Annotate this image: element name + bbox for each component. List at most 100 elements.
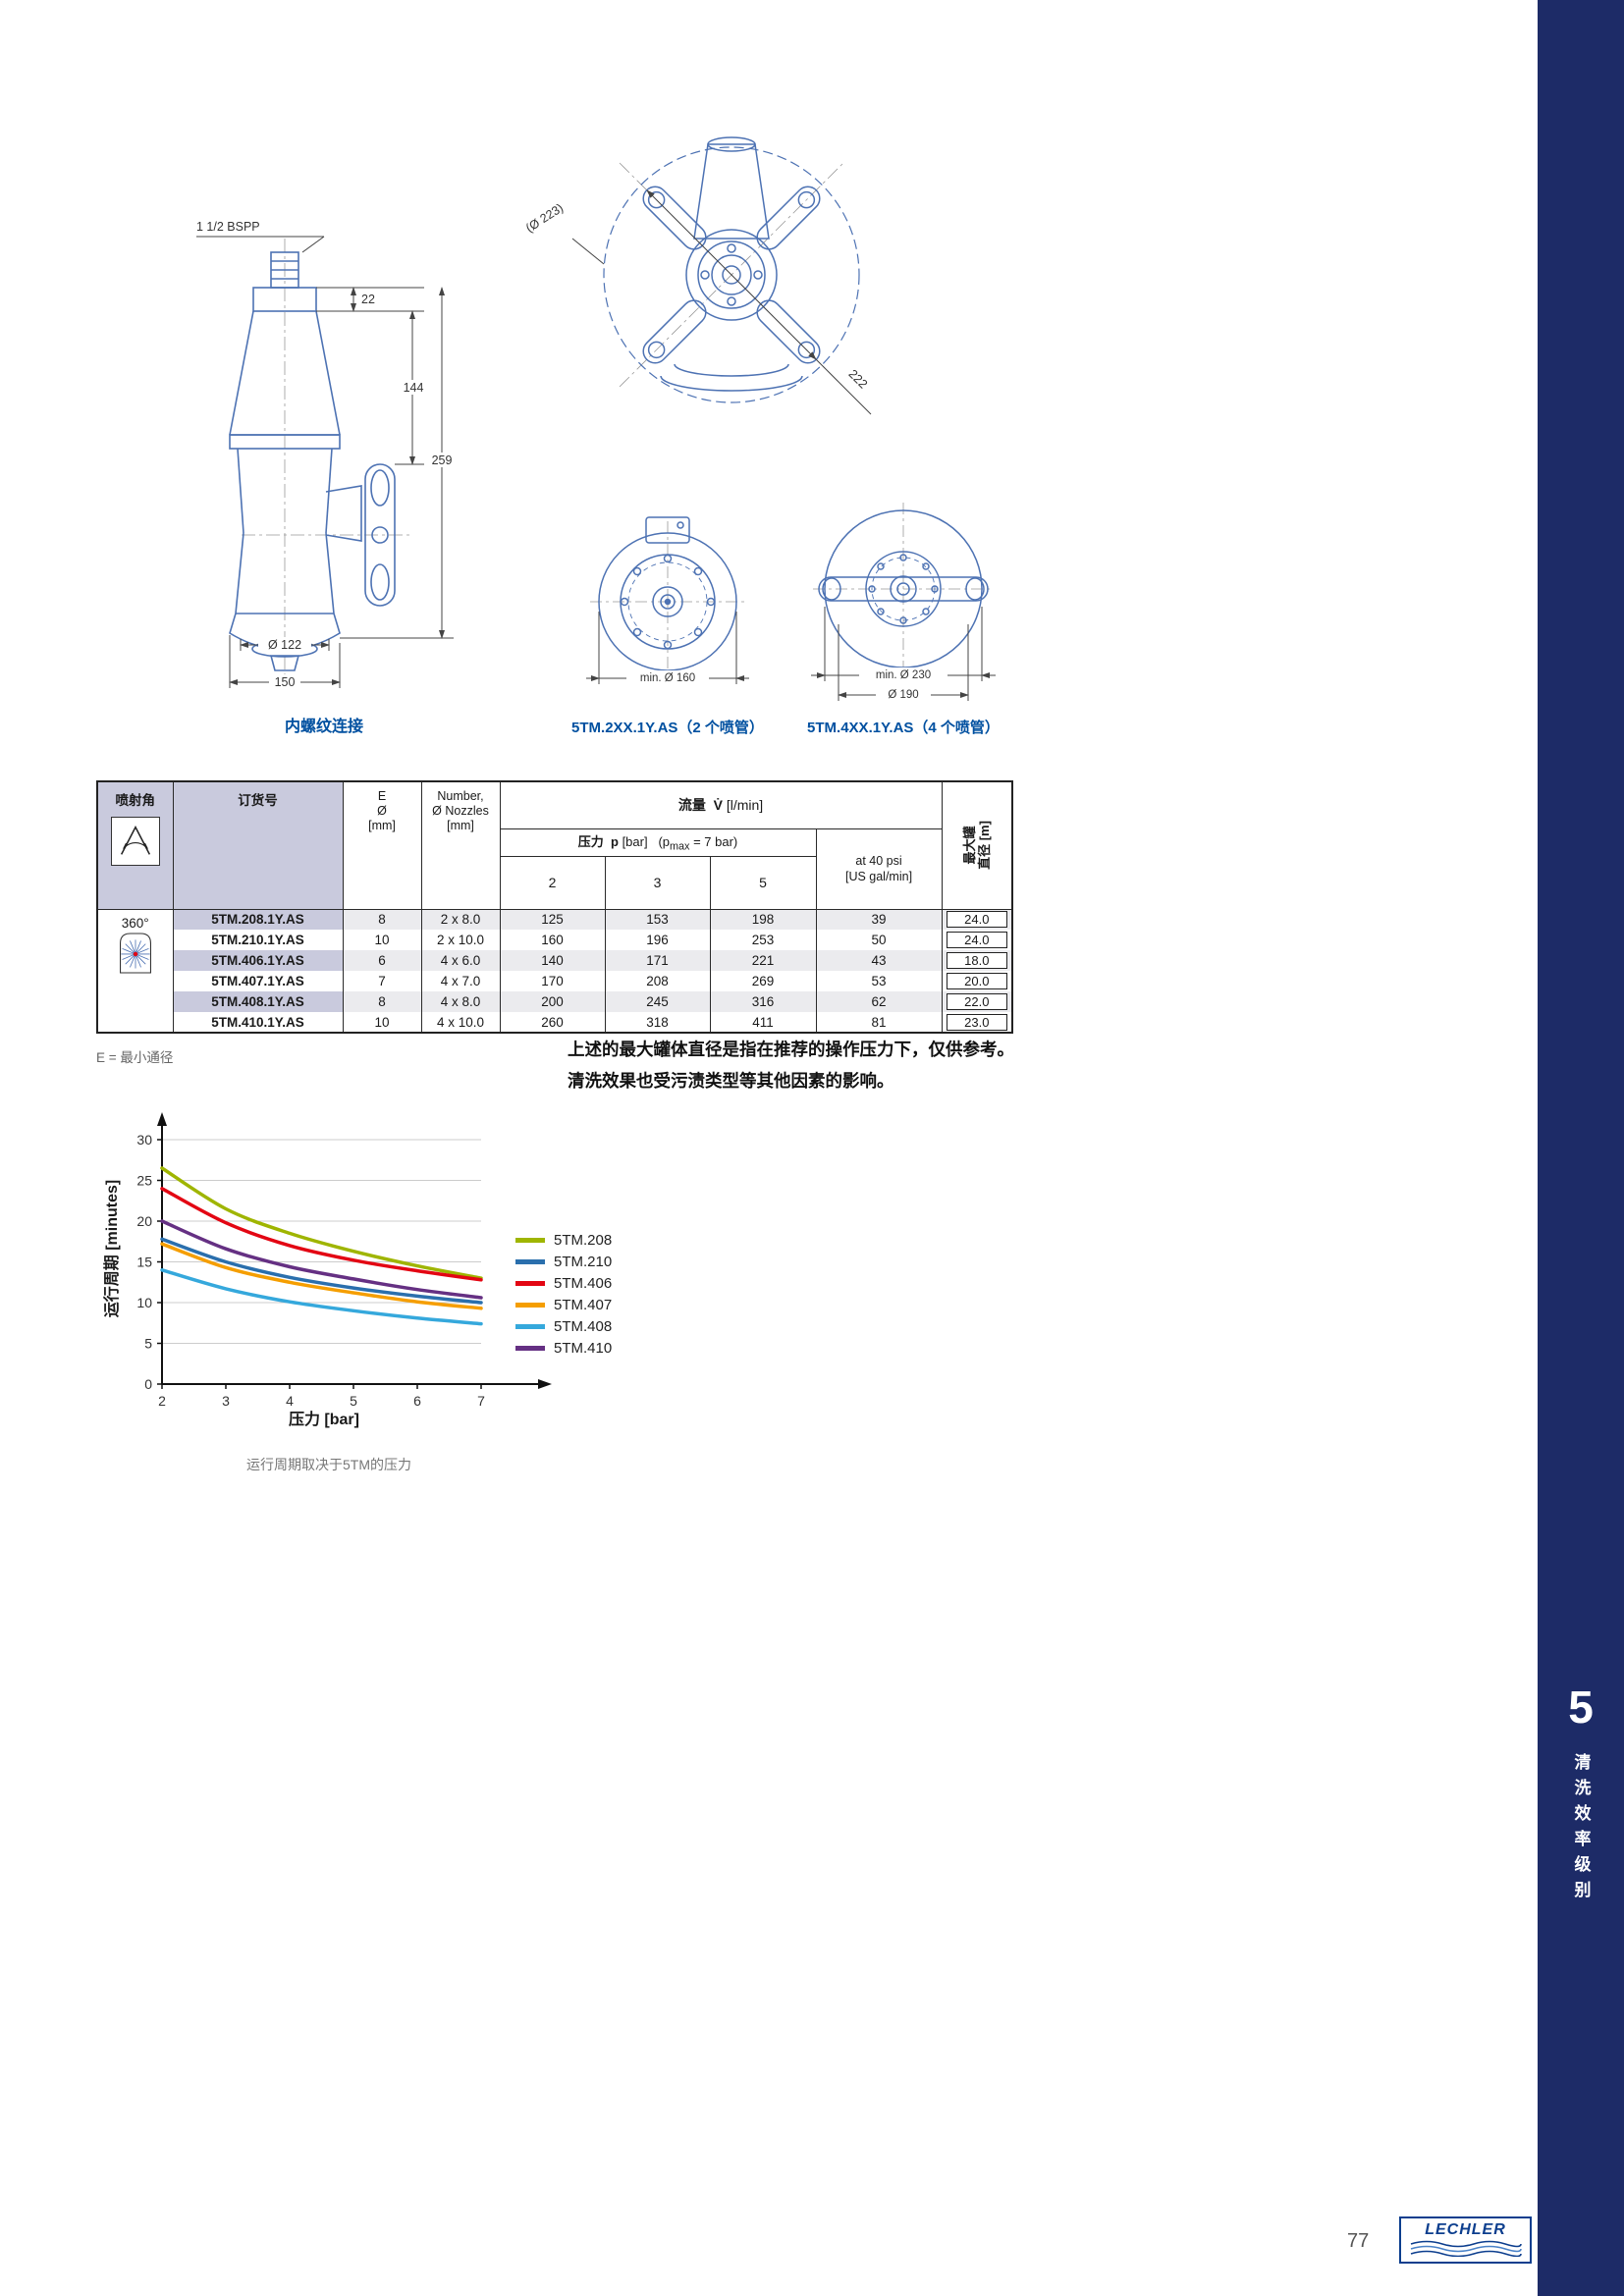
flow-5bar-cell: 198 [709, 909, 817, 930]
y-tick-label: 30 [136, 1132, 152, 1148]
chart-legend: 5TM.208 5TM.210 5TM.406 5TM.407 5TM.408 … [515, 1229, 612, 1359]
dim-259-label: 259 [432, 454, 453, 467]
dim-190-label: Ø 190 [888, 689, 918, 701]
order-number-cell: 5TM.210.1Y.AS [172, 930, 344, 950]
tank-diameter-cell: 23.0 [941, 1012, 1013, 1033]
bottom-view-2-caption: 5TM.2XX.1Y.AS（2 个喷管） [571, 720, 764, 736]
x-tick-label: 6 [413, 1393, 421, 1409]
side-view-dimensions [196, 236, 454, 688]
spray-angle-header-label: 喷射角 [115, 793, 156, 808]
dim-144-label: 144 [404, 381, 424, 395]
nozzle-count-cell: 4 x 8.0 [420, 991, 501, 1012]
tank-diameter-cell: 18.0 [941, 950, 1013, 971]
x-tick-label: 2 [158, 1393, 166, 1409]
series-line-5TM.407 [160, 1242, 483, 1310]
bottom-view-2-drawing: min. Ø 160 [586, 516, 749, 684]
legend-item: 5TM.410 [515, 1337, 612, 1359]
x-tick-label: 5 [350, 1393, 357, 1409]
e-diameter-cell: 10 [342, 1012, 422, 1033]
rotation-circle [603, 146, 860, 403]
x-tick-label: 7 [477, 1393, 485, 1409]
dim-223-label: (Ø 223) [523, 201, 566, 236]
y-tick-label: 20 [136, 1213, 152, 1229]
e-diameter-cell: 8 [342, 991, 422, 1012]
legend-label: 5TM.210 [554, 1253, 613, 1270]
x-tick-label: 4 [286, 1393, 294, 1409]
side-view-caption: 内螺纹连接 [284, 719, 363, 735]
max-tank-diameter-label: 最大罐 直径 [m] [961, 821, 992, 871]
y-tick-label: 15 [136, 1255, 152, 1270]
y-tick-label: 10 [136, 1295, 152, 1310]
top-view-dimensions [571, 189, 872, 415]
tank-diameter-cell: 22.0 [941, 991, 1013, 1012]
th-order-no: 订货号 [172, 780, 344, 910]
chart-caption: 运行周期取决于5TM的压力 [246, 1457, 411, 1472]
flow-40psi-cell: 81 [815, 1012, 943, 1033]
flow-3bar-cell: 171 [604, 950, 711, 971]
flow-5bar-cell: 221 [709, 950, 817, 971]
series-line-5TM.406 [160, 1187, 483, 1282]
legend-swatch [515, 1323, 545, 1329]
nozzle-count-cell: 4 x 10.0 [420, 1012, 501, 1033]
e-diameter-cell: 8 [342, 909, 422, 930]
th-flow-40psi: at 40 psi [US gal/min] [815, 828, 943, 910]
legend-label: 5TM.208 [554, 1231, 613, 1249]
flow-5bar-cell: 411 [709, 1012, 817, 1033]
spray-angle-cell: 360° [96, 909, 174, 1033]
flow-40psi-cell: 50 [815, 930, 943, 950]
th-pressure-3bar: 3 [604, 855, 711, 910]
legend-label: 5TM.406 [554, 1274, 613, 1292]
legend-swatch [515, 1237, 545, 1243]
bottom-view-4-caption: 5TM.4XX.1Y.AS（4 个喷管） [807, 720, 1000, 736]
series-line-5TM.208 [160, 1166, 483, 1280]
th-nozzle-count: Number, Ø Nozzles [mm] [420, 780, 501, 910]
th-pressure-2bar: 2 [499, 855, 606, 910]
dim-222-label: 222 [846, 367, 871, 392]
series-line-5TM.410 [160, 1219, 483, 1300]
legend-label: 5TM.407 [554, 1296, 613, 1313]
tank-diameter-box: 22.0 [946, 993, 1008, 1010]
legend-item: 5TM.208 [515, 1229, 612, 1251]
spec-table-grid: 喷射角 订货号 E Ø [mm] [96, 780, 1014, 1034]
x-axis-arrow [538, 1379, 552, 1389]
order-number-cell: 5TM.410.1Y.AS [172, 1012, 344, 1033]
top-view-drawing: (Ø 223) 222 [523, 136, 872, 415]
flow-5bar-cell: 316 [709, 991, 817, 1012]
lechler-logo: LECHLER [1399, 2216, 1532, 2264]
flow-40psi-cell: 43 [815, 950, 943, 971]
th-max-tank-diameter: 最大罐 直径 [m] [941, 780, 1013, 910]
legend-item: 5TM.408 [515, 1315, 612, 1337]
flow-2bar-cell: 125 [499, 909, 606, 930]
legend-item: 5TM.407 [515, 1294, 612, 1315]
e-diameter-cell: 10 [342, 930, 422, 950]
flow-5bar-cell: 253 [709, 930, 817, 950]
th-e-diameter: E Ø [mm] [342, 780, 422, 910]
dim-150-label: 150 [275, 675, 296, 689]
y-tick-label: 25 [136, 1173, 152, 1189]
tank-diameter-cell: 24.0 [941, 930, 1013, 950]
flow-2bar-cell: 140 [499, 950, 606, 971]
chart-y-axis-label: 运行周期 [minutes] [104, 1179, 121, 1318]
legend-item: 5TM.406 [515, 1272, 612, 1294]
legend-item: 5TM.210 [515, 1251, 612, 1272]
chapter-sidebar: 5 清洗效率级别 [1538, 0, 1624, 2296]
e-diameter-cell: 7 [342, 971, 422, 991]
flow-5bar-cell: 269 [709, 971, 817, 991]
legend-label: 5TM.410 [554, 1339, 613, 1357]
e-diameter-cell: 6 [342, 950, 422, 971]
dim-230-label: min. Ø 230 [876, 669, 931, 681]
th-pressure: 压力 p [bar] (pmax = 7 bar) [499, 828, 817, 857]
order-number-cell: 5TM.208.1Y.AS [172, 909, 344, 930]
flow-40psi-cell: 39 [815, 909, 943, 930]
page-number: 77 [1347, 2230, 1370, 2252]
series-line-5TM.408 [160, 1268, 483, 1326]
series-line-5TM.210 [160, 1237, 483, 1305]
flow-3bar-cell: 245 [604, 991, 711, 1012]
chapter-number: 5 [1568, 1682, 1594, 1733]
tank-diameter-box: 24.0 [946, 911, 1008, 929]
flow-3bar-cell: 196 [604, 930, 711, 950]
